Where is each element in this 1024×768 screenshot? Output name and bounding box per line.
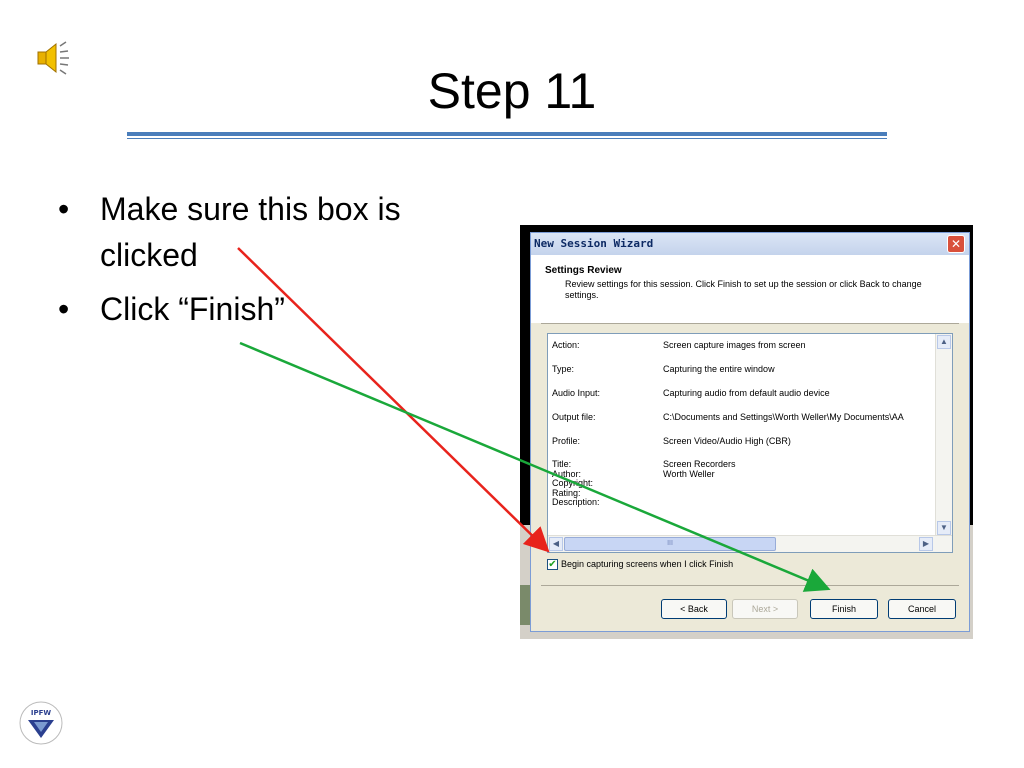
title-rule-thin xyxy=(127,138,887,139)
setting-label: Action: xyxy=(552,340,580,350)
settings-row: Action: Screen capture images from scree… xyxy=(550,336,936,360)
svg-text:IPFW: IPFW xyxy=(31,709,52,717)
slide-title: Step 11 xyxy=(427,63,597,119)
bullet-item: Click “Finish” xyxy=(58,286,478,332)
scroll-down-icon[interactable]: ▼ xyxy=(937,521,951,535)
setting-label: Profile: xyxy=(552,436,581,446)
cancel-button[interactable]: Cancel xyxy=(888,599,956,619)
settings-row: Audio Input: Capturing audio from defaul… xyxy=(550,384,936,408)
checkbox-label: Begin capturing screens when I click Fin… xyxy=(561,559,734,569)
setting-value: Screen capture images from screen xyxy=(663,340,806,350)
next-button[interactable]: Next > xyxy=(732,599,798,619)
horizontal-scrollbar[interactable]: ◀ III ▶ xyxy=(548,535,952,552)
divider xyxy=(541,323,959,324)
setting-value: Capturing audio from default audio devic… xyxy=(663,388,830,398)
settings-row: Output file: C:\Documents and Settings\W… xyxy=(550,408,936,432)
scroll-left-icon[interactable]: ◀ xyxy=(549,537,563,551)
scroll-up-icon[interactable]: ▲ xyxy=(937,335,951,349)
scroll-thumb[interactable]: III xyxy=(564,537,776,551)
wizard-header: Settings Review Review settings for this… xyxy=(531,255,969,323)
setting-label: Type: xyxy=(552,364,575,374)
ipfw-logo: IPFW xyxy=(19,701,63,745)
new-session-wizard: New Session Wizard ✕ Settings Review Rev… xyxy=(530,232,970,632)
details-row: Title: Author: Copyright: Rating: Descri… xyxy=(550,456,936,526)
section-title: Settings Review xyxy=(545,265,622,276)
divider xyxy=(541,585,959,586)
setting-value: C:\Documents and Settings\Worth Weller\M… xyxy=(663,412,904,422)
vertical-scrollbar[interactable]: ▲ ▼ xyxy=(935,334,952,536)
scroll-right-icon[interactable]: ▶ xyxy=(919,537,933,551)
bullet-item: Make sure this box is clicked xyxy=(58,186,478,278)
section-description: Review settings for this session. Click … xyxy=(565,279,922,300)
finish-button[interactable]: Finish xyxy=(810,599,878,619)
speaker-icon[interactable] xyxy=(32,40,72,76)
setting-value: Screen Video/Audio High (CBR) xyxy=(663,436,791,446)
bullet-list: Make sure this box is clicked Click “Fin… xyxy=(58,186,478,340)
window-title: New Session Wizard xyxy=(531,233,969,255)
settings-row: Profile: Screen Video/Audio High (CBR) xyxy=(550,432,936,456)
detail-label: Description: xyxy=(552,497,600,507)
begin-capturing-checkbox[interactable]: ✔ xyxy=(547,559,558,571)
setting-value: Capturing the entire window xyxy=(663,364,775,374)
begin-capturing-option[interactable]: ✔Begin capturing screens when I click Fi… xyxy=(547,559,734,571)
settings-list[interactable]: Action: Screen capture images from scree… xyxy=(547,333,953,553)
detail-value: Worth Weller xyxy=(663,468,715,479)
settings-row: Type: Capturing the entire window xyxy=(550,360,936,384)
close-icon[interactable]: ✕ xyxy=(947,235,965,253)
back-button[interactable]: < Back xyxy=(661,599,727,619)
setting-label: Audio Input: xyxy=(552,388,601,398)
setting-label: Output file: xyxy=(552,412,596,422)
title-rule xyxy=(127,132,887,136)
